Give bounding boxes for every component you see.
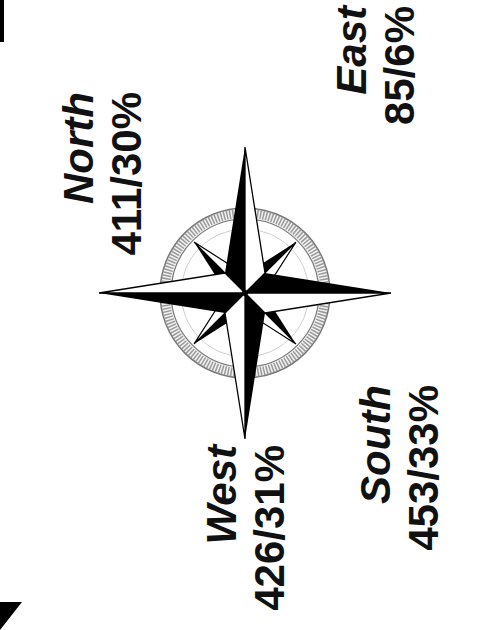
direction-name: North <box>55 92 103 256</box>
label-group: South453/33% <box>352 385 448 551</box>
count-percent: 453/33% <box>400 385 448 551</box>
edge-bar <box>0 0 4 42</box>
direction-name: West <box>198 445 246 611</box>
count-percent: 85/6% <box>376 6 424 125</box>
label-group: East85/6% <box>328 6 424 125</box>
label-group: West426/31% <box>198 445 294 611</box>
count-percent: 426/31% <box>246 445 294 611</box>
label-group: North411/30% <box>55 92 151 256</box>
direction-name: East <box>328 6 376 125</box>
direction-name: South <box>352 385 400 551</box>
corner-arrow <box>0 602 22 630</box>
count-percent: 411/30% <box>103 92 151 256</box>
